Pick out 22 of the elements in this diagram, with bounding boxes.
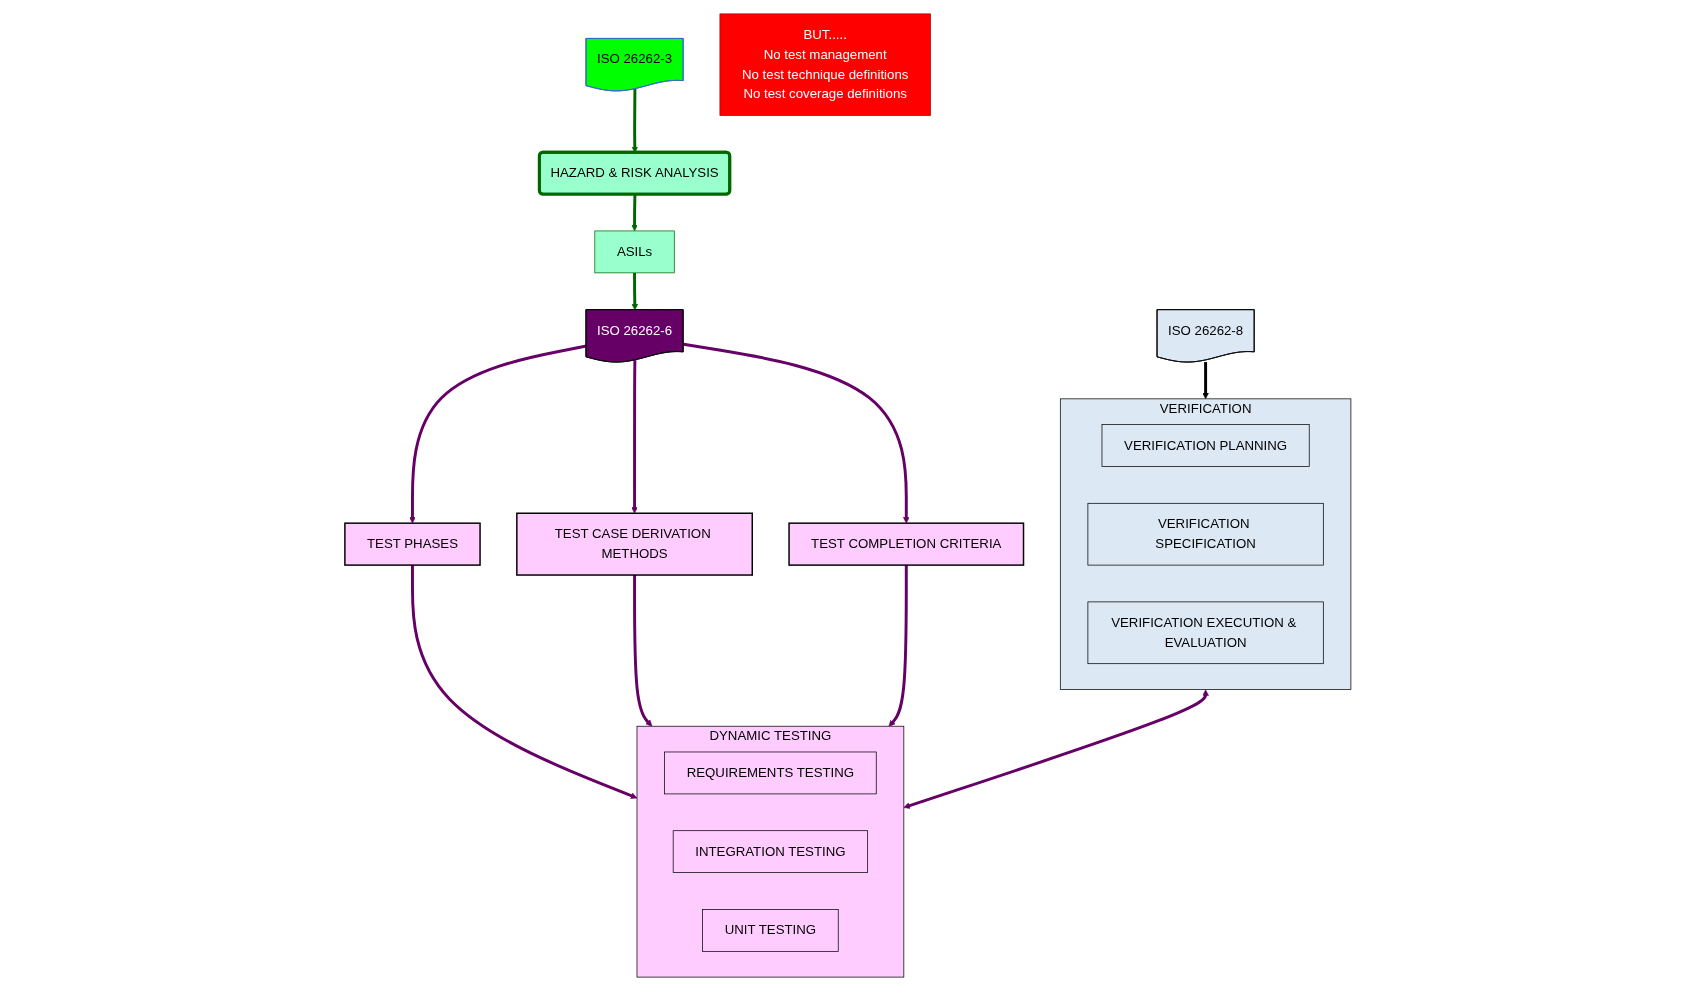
arrow (631, 272, 639, 311)
node-box: TEST PHASES (344, 522, 481, 566)
node-box: BUT..... No test management No test technique definitions No test coverage definitions (719, 13, 931, 116)
node-box: ASILs (594, 230, 675, 274)
arrow (888, 565, 908, 727)
node-box: VERIFICATION SPECIFICATION (1087, 502, 1324, 566)
arrow (631, 89, 639, 153)
node-box: REQUIREMENTS TESTING (664, 751, 877, 795)
arrow (411, 565, 638, 799)
node-box: UNIT TESTING (702, 909, 839, 952)
arrow (1202, 362, 1209, 400)
arrow (903, 689, 1209, 809)
node-box: INTEGRATION TESTING (672, 830, 869, 873)
arrow (409, 344, 587, 524)
node-box: TEST CASE DERIVATION METHODS (516, 512, 754, 576)
arrow (631, 360, 638, 514)
arrow (683, 342, 910, 524)
node-box: VERIFICATION PLANNING (1101, 424, 1310, 467)
node-box: TEST COMPLETION CRITERIA (788, 522, 1025, 566)
arrow (633, 575, 653, 727)
arrow (631, 194, 638, 232)
node-box: VERIFICATION EXECUTION & EVALUATION (1087, 601, 1324, 665)
